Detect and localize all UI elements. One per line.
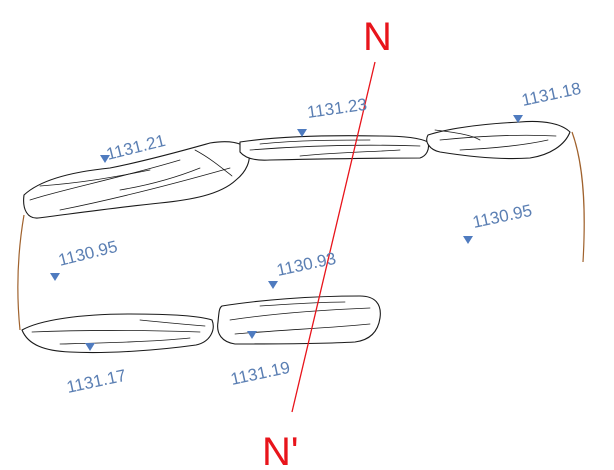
elevation-label-5: 1130.95 <box>471 201 534 232</box>
elevation-marker-4 <box>50 273 60 281</box>
right-edge-line <box>571 131 585 263</box>
elevation-marker-5 <box>463 236 473 244</box>
stone-upper-left <box>23 141 250 219</box>
stone-upper-right <box>426 120 571 160</box>
section-start-label: N <box>363 15 392 59</box>
stone-upper-middle <box>239 135 430 161</box>
stone-lower-left <box>21 313 214 354</box>
section-line <box>291 61 376 413</box>
elevation-label-2: 1131.23 <box>306 95 368 122</box>
elevation-marker-7 <box>85 343 95 351</box>
elevation-label-3: 1131.18 <box>520 79 583 110</box>
elevation-marker-2 <box>297 129 307 137</box>
elevation-marker-6 <box>268 281 278 289</box>
left-edge-line <box>17 214 25 331</box>
elevation-label-8: 1131.19 <box>229 358 292 389</box>
section-end-label: N' <box>262 430 299 470</box>
elevation-marker-1 <box>100 155 110 163</box>
elevation-label-7: 1131.17 <box>65 366 128 397</box>
stone-lower-middle <box>217 295 381 345</box>
elevation-label-6: 1130.93 <box>275 249 338 280</box>
elevation-marker-8 <box>247 331 257 339</box>
elevation-label-4: 1130.95 <box>56 237 119 270</box>
elevation-marker-3 <box>513 115 523 123</box>
